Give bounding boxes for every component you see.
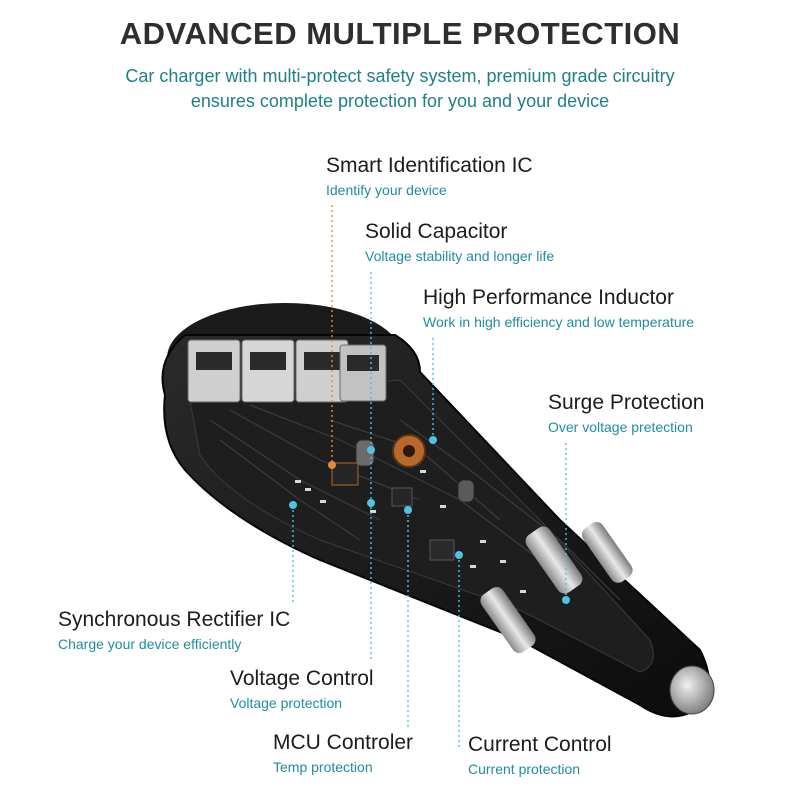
feature-mcu-controller: MCU Controler Temp protection	[273, 731, 413, 775]
subtitle-line-2: ensures complete protection for you and …	[190, 91, 610, 111]
feature-desc: Identify your device	[326, 182, 447, 198]
feature-title: Smart Identification IC	[326, 154, 533, 177]
feature-title: MCU Controler	[273, 731, 414, 754]
feature-smart-identification-ic: Smart Identification IC Identify your de…	[326, 154, 533, 198]
leader-dots	[289, 436, 570, 604]
charger-body	[161, 303, 715, 718]
feature-surge-protection: Surge Protection Over voltage pretection	[548, 391, 704, 435]
feature-title: Voltage Control	[230, 667, 374, 690]
feature-desc: Over voltage pretection	[548, 419, 693, 435]
feature-desc: Voltage stability and longer life	[365, 248, 555, 264]
feature-title: High Performance Inductor	[423, 286, 674, 309]
feature-title: Synchronous Rectifier IC	[58, 608, 291, 631]
feature-voltage-control: Voltage Control Voltage protection	[230, 667, 374, 711]
feature-desc: Charge your device efficiently	[58, 636, 242, 652]
feature-title: Solid Capacitor	[365, 220, 508, 243]
feature-synchronous-rectifier-ic: Synchronous Rectifier IC Charge your dev…	[58, 608, 290, 652]
feature-title: Current Control	[468, 733, 612, 756]
feature-high-performance-inductor: High Performance Inductor Work in high e…	[423, 286, 694, 330]
subtitle-line-1: Car charger with multi-protect safety sy…	[125, 66, 675, 86]
feature-desc: Temp protection	[273, 759, 373, 775]
feature-desc: Voltage protection	[230, 695, 343, 711]
leader-lines	[292, 205, 567, 748]
feature-title: Surge Protection	[548, 391, 705, 414]
feature-current-control: Current Control Current protection	[468, 733, 612, 777]
page-title: ADVANCED MULTIPLE PROTECTION	[119, 16, 681, 51]
feature-solid-capacitor: Solid Capacitor Voltage stability and lo…	[365, 220, 554, 264]
feature-desc: Current protection	[468, 761, 581, 777]
feature-desc: Work in high efficiency and low temperat…	[423, 314, 695, 330]
